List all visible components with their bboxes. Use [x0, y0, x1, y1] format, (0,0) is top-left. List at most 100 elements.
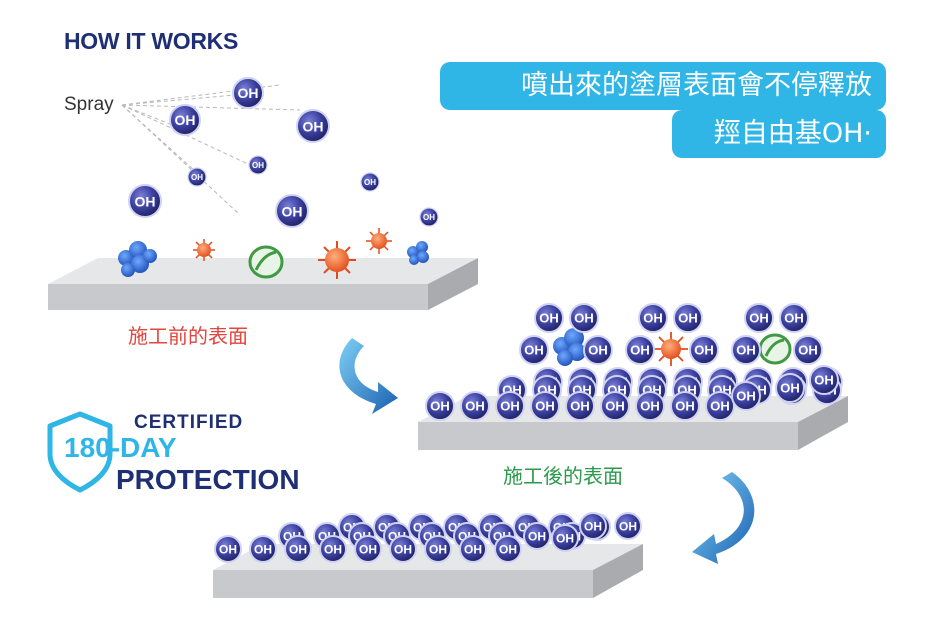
certified-label: CERTIFIED [134, 412, 244, 433]
oh-molecule: OH [214, 535, 242, 563]
oh-label: OH [303, 118, 324, 134]
oh-label: OH [254, 542, 272, 556]
oh-label: OH [780, 381, 800, 396]
oh-molecule: OH [731, 335, 761, 365]
virus-icon [193, 239, 215, 261]
germ-cluster-icon [553, 328, 586, 366]
oh-label: OH [252, 161, 264, 170]
surface-before-label: 施工前的表面 [128, 324, 248, 348]
oh-label: OH [539, 311, 559, 326]
oh-molecule: OH [638, 303, 668, 333]
oh-label: OH [736, 389, 756, 404]
oh-molecule: OH [523, 522, 551, 550]
callout-line-2: 羥自由基OH· [672, 110, 886, 158]
oh-molecule: OH [425, 391, 455, 421]
oh-label: OH [219, 542, 237, 556]
germs-after [553, 328, 792, 366]
callout-line-1: 噴出來的塗層表面會不停釋放 [440, 62, 886, 110]
oh-molecule: OH [565, 391, 595, 421]
curved-arrow-icon [339, 338, 398, 414]
oh-label: OH [749, 311, 769, 326]
oh-label: OH [570, 399, 590, 414]
oh-label: OH [191, 173, 203, 182]
oh-label: OH [524, 343, 544, 358]
oh-molecule: OH [495, 391, 525, 421]
oh-label: OH [675, 399, 695, 414]
germ-cluster-icon [118, 241, 157, 277]
oh-molecule: OH [744, 303, 774, 333]
virus-icon [366, 228, 392, 254]
oh-molecule: OH [354, 535, 382, 563]
oh-molecule: OH [169, 104, 201, 136]
oh-molecule: OH [569, 303, 599, 333]
germs-before [118, 228, 429, 279]
oh-label: OH [678, 311, 698, 326]
oh-label: OH [784, 311, 804, 326]
days-label: 180-DAY [64, 432, 177, 463]
oh-label: OH [694, 343, 714, 358]
oh-molecule: OH [530, 391, 560, 421]
heading: HOW IT WORKS [64, 28, 238, 54]
oh-label: OH [605, 399, 625, 414]
oh-molecule: OH [319, 535, 347, 563]
oh-label: OH [289, 542, 307, 556]
oh-molecule: OH [673, 303, 703, 333]
oh-molecule: OH [583, 335, 613, 365]
oh-label: OH [736, 343, 756, 358]
oh-label: OH [643, 311, 663, 326]
oh-label: OH [640, 399, 660, 414]
oh-molecule: OH [625, 335, 655, 365]
oh-label: OH [630, 343, 650, 358]
oh-label: OH [359, 542, 377, 556]
oh-molecule: OH [614, 512, 642, 540]
oh-molecule: OH [670, 391, 700, 421]
oh-molecule: OH [689, 335, 719, 365]
oh-label: OH [175, 112, 196, 128]
bacteria-icon [758, 333, 792, 365]
oh-label: OH [798, 343, 818, 358]
oh-molecule: OH [731, 381, 761, 411]
oh-label: OH [814, 373, 834, 388]
oh-molecule: OH [296, 109, 330, 143]
oh-molecule: OH [494, 535, 522, 563]
oh-label: OH [282, 203, 303, 219]
spray-label: Spray [64, 94, 114, 115]
germ-cluster-icon [407, 241, 429, 265]
oh-label: OH [364, 178, 376, 187]
oh-label: OH [430, 399, 450, 414]
oh-molecule: OH [248, 155, 268, 175]
oh-molecule: OH [793, 335, 823, 365]
surface-after-label: 施工後的表面 [503, 464, 623, 488]
oh-molecule: OH [600, 391, 630, 421]
oh-molecule: OH [459, 535, 487, 563]
oh-molecule: OH [424, 535, 452, 563]
oh-molecule: OH [419, 207, 439, 227]
oh-molecule: OH [128, 184, 162, 218]
oh-molecule: OH [360, 172, 380, 192]
oh-molecule: OH [519, 335, 549, 365]
oh-label: OH [324, 542, 342, 556]
oh-label: OH [588, 343, 608, 358]
oh-molecule: OH [779, 303, 809, 333]
oh-label: OH [394, 542, 412, 556]
oh-label: OH [423, 213, 435, 222]
oh-label: OH [528, 529, 546, 543]
oh-molecule: OH [275, 194, 309, 228]
oh-molecule: OH [809, 365, 839, 395]
oh-label: OH [500, 399, 520, 414]
oh-label: OH [535, 399, 555, 414]
oh-molecule: OH [775, 373, 805, 403]
oh-label: OH [556, 531, 574, 545]
oh-label: OH [465, 399, 485, 414]
oh-molecule: OH [232, 77, 264, 109]
oh-molecule: OH [534, 303, 564, 333]
oh-label: OH [464, 542, 482, 556]
virus-icon [318, 241, 356, 279]
oh-molecule: OH [579, 512, 607, 540]
oh-molecule: OH [551, 524, 579, 552]
oh-label: OH [429, 542, 447, 556]
oh-label: OH [710, 399, 730, 414]
oh-molecule: OH [635, 391, 665, 421]
oh-label: OH [574, 311, 594, 326]
